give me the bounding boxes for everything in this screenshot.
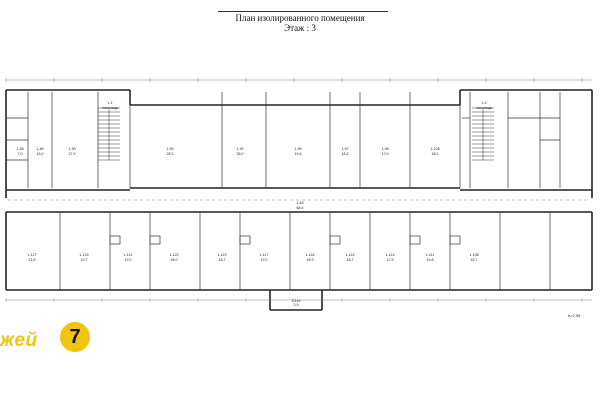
stairs (98, 107, 494, 161)
room-area: 17.5 (387, 258, 394, 262)
room-area: 28.0 (237, 152, 244, 156)
room-id: 1-90 (68, 147, 75, 151)
wc-box (409, 235, 421, 245)
room-area: 19.7 (81, 258, 88, 262)
room-id: 1-111 (426, 253, 435, 257)
watermark-logo: жей 7 (0, 322, 90, 364)
room-id: 1-108 (469, 253, 478, 257)
stair-left-label: лестница (102, 106, 118, 110)
room-id: 1-113 (386, 253, 395, 257)
room-area: 17.0 (382, 152, 389, 156)
wc-box (239, 235, 251, 245)
room-id: 1-127 (27, 253, 36, 257)
plan-title-text: План изолированного помещения (235, 13, 365, 23)
walls (5, 89, 593, 311)
wc-box (109, 235, 121, 245)
room-area: 18.7 (471, 258, 478, 262)
room-area: 18.2 (342, 152, 349, 156)
dimension-lines (5, 78, 592, 302)
logo-badge: 7 (60, 322, 90, 352)
room-area: 18.0 (171, 258, 178, 262)
room-area: 18.9 (307, 258, 314, 262)
room-id: 1-122 (169, 253, 178, 257)
room-id: 1-89 (36, 147, 43, 151)
room-id: 1-119 (218, 253, 227, 257)
room-id: 1-95 (294, 147, 301, 151)
corridor-id: 1-83 (296, 201, 303, 205)
wc-id: 1-116 (292, 299, 301, 303)
logo-text: жей (0, 330, 38, 351)
stair-left-id: 1-1 (107, 101, 112, 105)
height-note: h=2.95 (568, 313, 581, 318)
room-area: 19.8 (427, 258, 434, 262)
floor-label: Этаж : 3 (284, 23, 316, 33)
title-underline (218, 11, 388, 12)
room-id: 1-117 (260, 253, 269, 257)
plan-title: План изолированного помещения Этаж : 3 (0, 10, 600, 33)
room-area: 28.3 (167, 152, 174, 156)
wc-box (449, 235, 461, 245)
wc-box (149, 235, 161, 245)
room-id: 1-115 (346, 253, 355, 257)
room-id: 1-93 (166, 147, 173, 151)
room-area: 7.0 (18, 152, 23, 156)
room-id: 1-124 (79, 253, 88, 257)
stair-right-id: 1-2 (481, 101, 486, 105)
room-area: 19.6 (295, 152, 302, 156)
room-area: 27.9 (69, 152, 76, 156)
room-area: 21.6 (29, 258, 36, 262)
room-id: 1-106 (430, 147, 439, 151)
wc-box (329, 235, 341, 245)
room-area: 18.2 (432, 152, 439, 156)
room-id: 1-121 (123, 253, 132, 257)
stair-right-label: лестница (476, 106, 492, 110)
corridor-area: 68.4 (297, 206, 304, 210)
room-area: 18.7 (347, 258, 354, 262)
room-id: 1-92 (236, 147, 243, 151)
room-id: 1-88 (16, 147, 23, 151)
room-id: 1-97 (341, 147, 348, 151)
room-area: 18.7 (219, 258, 226, 262)
room-area: 19.2 (261, 258, 268, 262)
wc-area: 3.9 (294, 303, 299, 307)
room-area: 19.2 (125, 258, 132, 262)
room-id: 1-98 (381, 147, 388, 151)
partitions (6, 92, 561, 290)
room-area: 16.0 (37, 152, 44, 156)
room-id: 1-116 (306, 253, 315, 257)
